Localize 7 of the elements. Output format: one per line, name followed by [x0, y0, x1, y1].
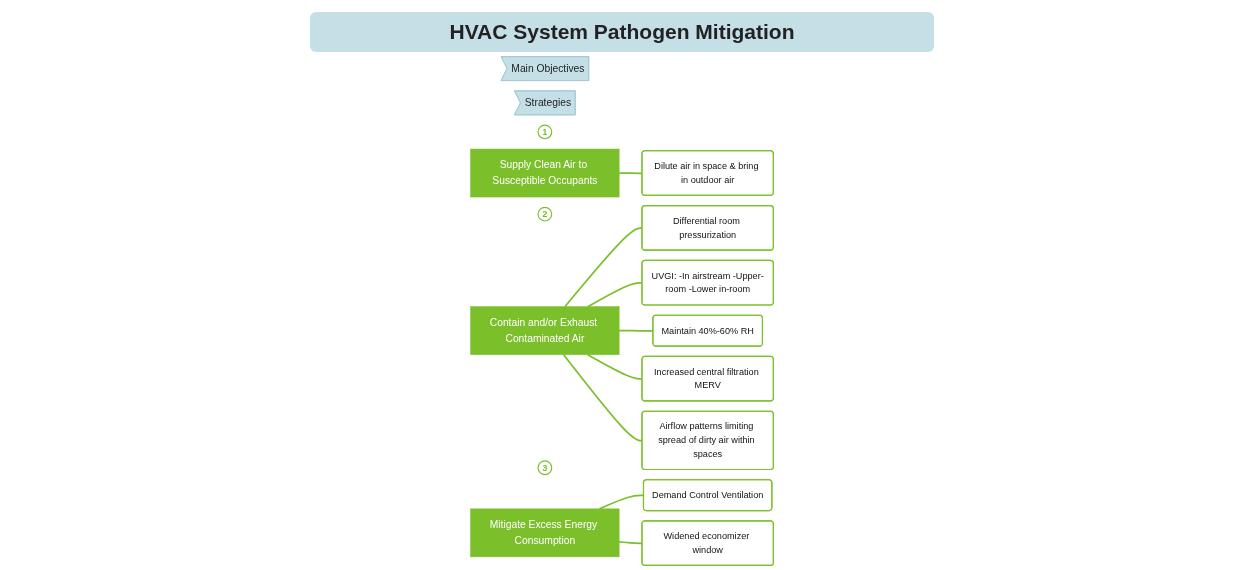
- node-box: Supply Clean Air to Susceptible Occupants: [470, 148, 620, 198]
- title-banner: HVAC System Pathogen Mitigation: [309, 12, 935, 52]
- node-box: Mitigate Excess Energy Consumption: [470, 508, 620, 558]
- node-box: Contain and/or Exhaust Contaminated Air: [470, 306, 620, 355]
- node-circle: 3: [537, 460, 553, 476]
- node-circle: 2: [537, 206, 553, 222]
- node-circle: 1: [537, 124, 553, 140]
